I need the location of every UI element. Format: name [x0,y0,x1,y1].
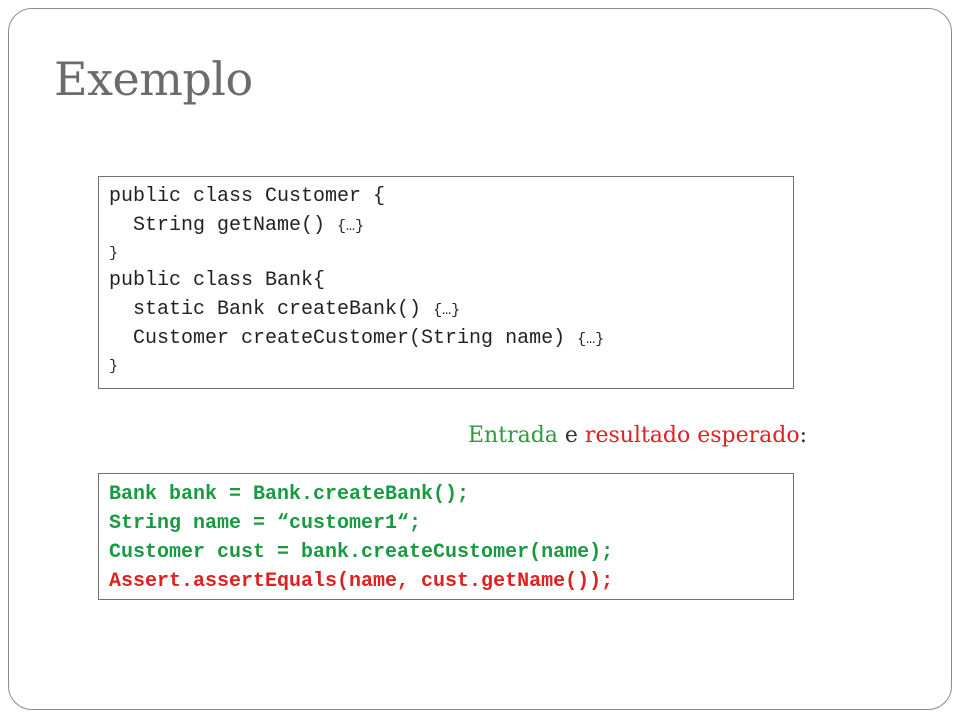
caption-colon: : [799,423,808,448]
code-text: Customer createCustomer(String name) [109,327,578,350]
test-code-line: Bank bank = Bank.createBank(); [109,483,470,506]
code-line: } [109,240,793,266]
caption-input-word: Entrada [468,423,558,448]
code-text: public class Customer { [109,185,386,208]
code-text: String getName() [109,214,338,237]
io-caption: Entrada e resultado esperado: [468,423,807,448]
test-code-block: Bank bank = Bank.createBank(); String na… [98,473,794,600]
code-line: Customer createCustomer(String name) {…} [109,324,793,353]
code-line: public class Bank{ [109,266,793,295]
code-brace: {…} [577,331,605,348]
code-brace: } [109,245,119,262]
code-brace: {…} [433,302,461,319]
code-brace: {…} [337,218,365,235]
code-line: static Bank createBank() {…} [109,295,793,324]
code-line: } [109,353,793,379]
caption-output-word: resultado esperado [584,423,800,448]
class-code-block: public class Customer { String getName()… [98,176,794,389]
test-code-line: String name = “customer1“; [109,512,422,535]
code-text: static Bank createBank() [109,298,434,321]
code-line: public class Customer { [109,182,793,211]
code-brace: } [109,358,119,375]
test-code-line: Customer cust = bank.createCustomer(name… [109,541,614,564]
slide-title: Exemplo [54,52,253,106]
code-text: public class Bank{ [109,269,326,292]
assert-code-line: Assert.assertEquals(name, cust.getName()… [109,570,614,593]
code-line: String getName() {…} [109,211,793,240]
caption-conjunction: e [557,423,585,448]
